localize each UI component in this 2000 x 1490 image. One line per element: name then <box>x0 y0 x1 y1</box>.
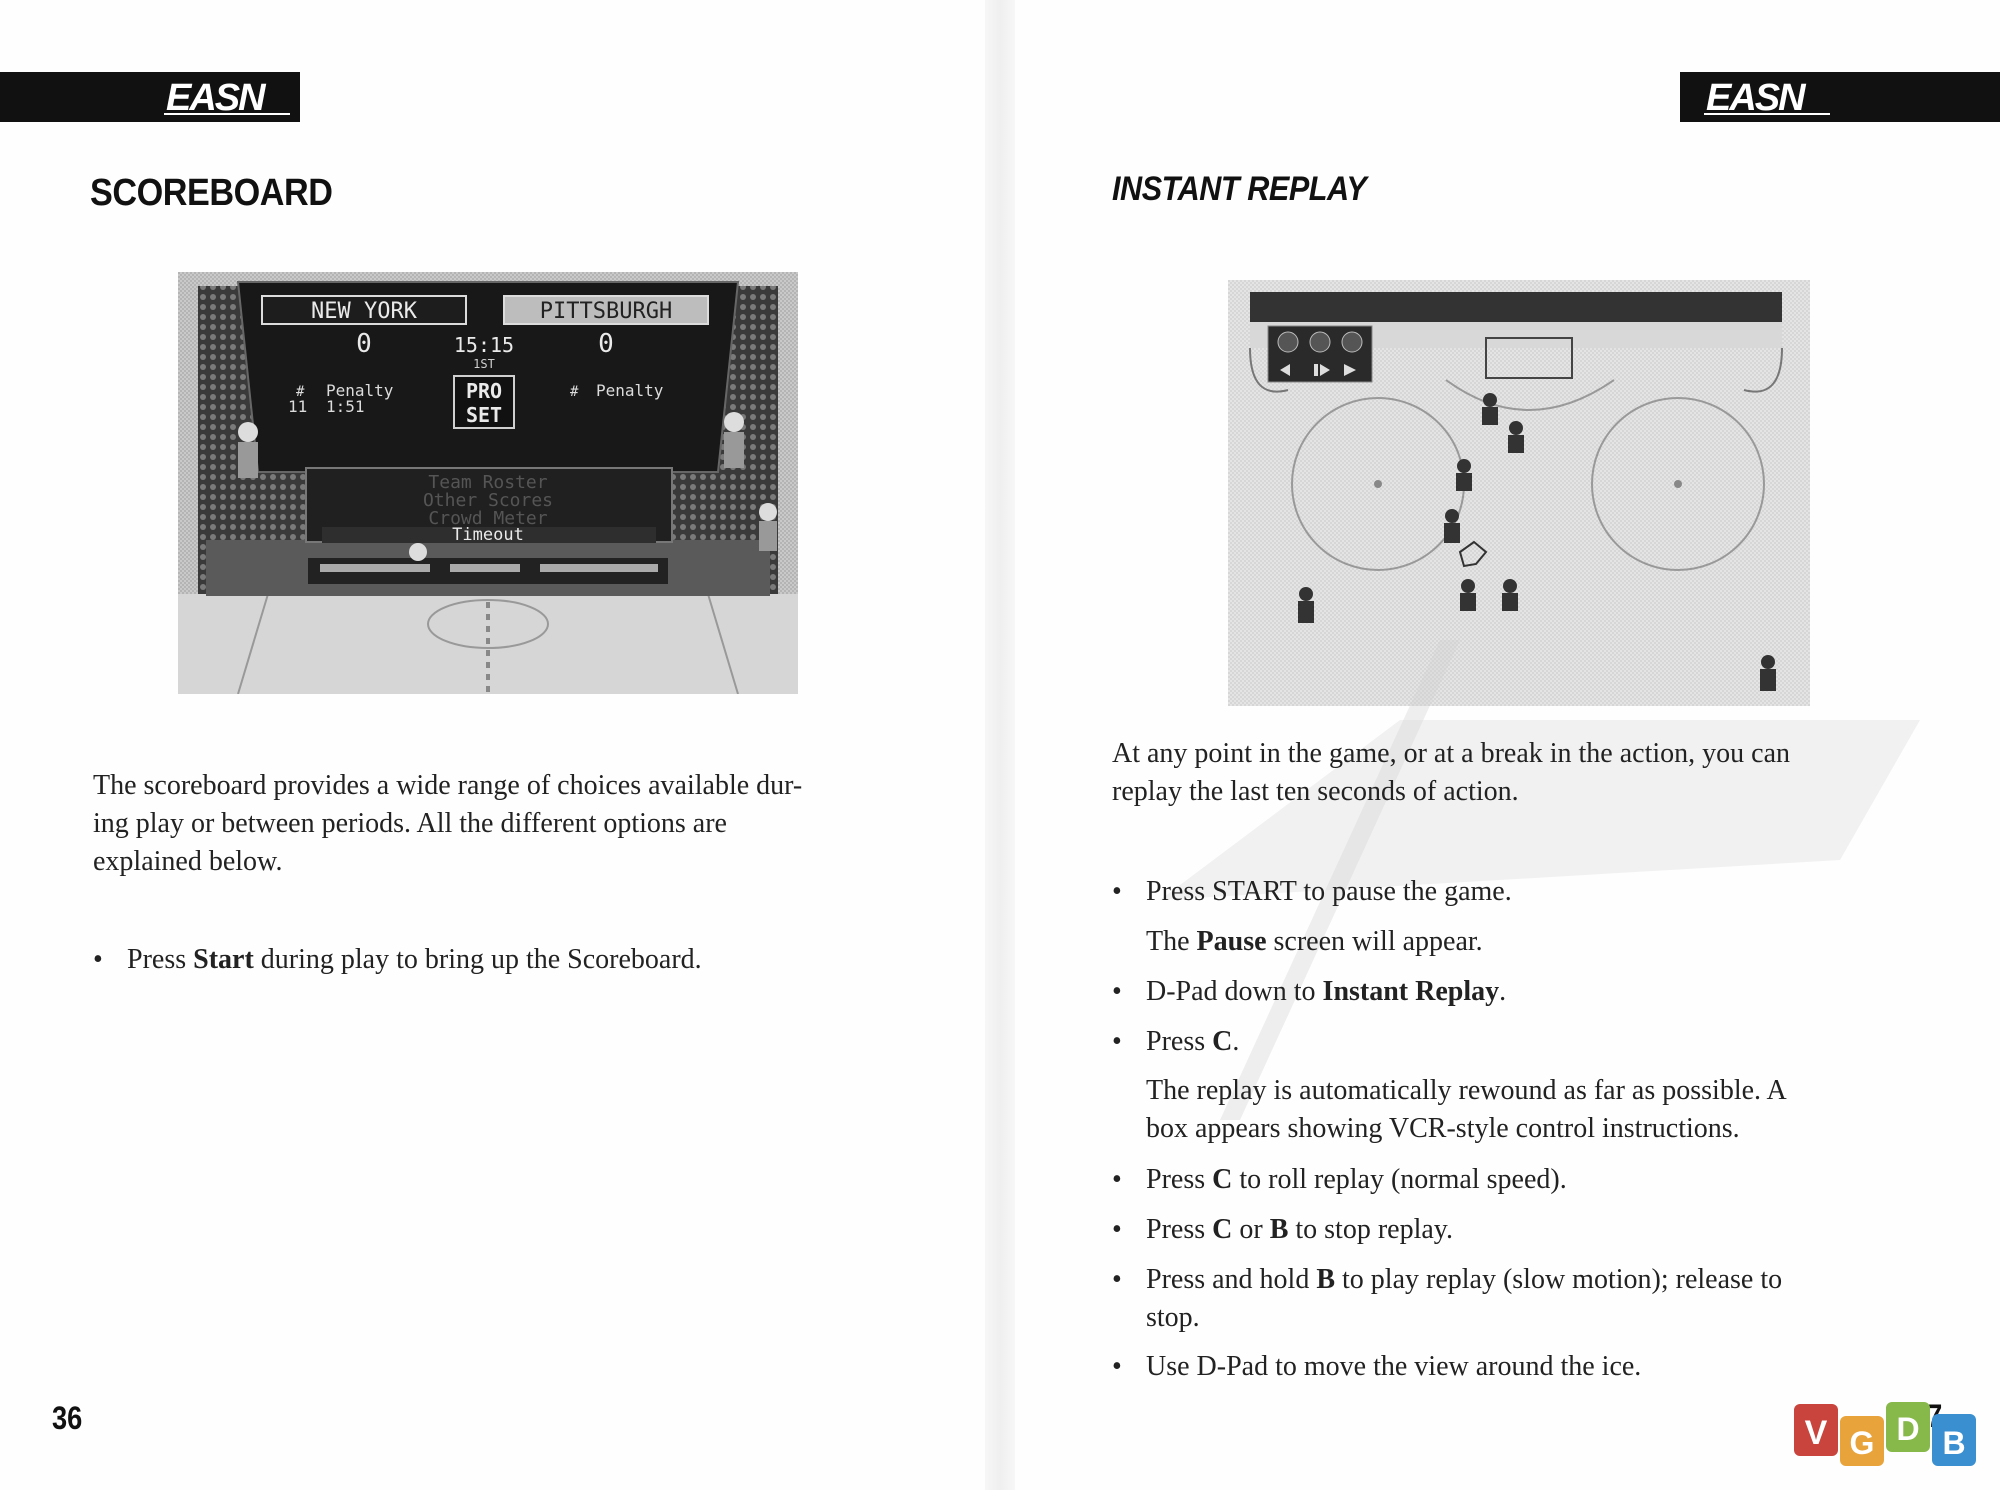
penalty-home-number: 11 <box>288 397 307 416</box>
vgdb-watermark-logo: V G D B <box>1790 1400 1990 1470</box>
scoreboard-screenshot: NEW YORK PITTSBURGH 0 0 15:15 1ST # Pena… <box>178 272 798 694</box>
score-home: 0 <box>356 329 372 359</box>
score-away: 0 <box>598 329 614 359</box>
svg-text:EASN: EASN <box>166 77 267 119</box>
easn-logo: EASN <box>1700 72 1840 122</box>
svg-text:V: V <box>1805 1414 1828 1452</box>
penalty-home-label: Penalty <box>326 381 394 400</box>
penalty-home-time: 1:51 <box>326 397 365 416</box>
team-away: PITTSBURGH <box>540 299 672 324</box>
list-note: The replay is automatically rewound as f… <box>1146 1075 1787 1106</box>
instant-replay-screenshot <box>1228 280 1810 706</box>
sponsor-logo: PRO <box>466 379 502 403</box>
svg-text:G: G <box>1850 1425 1875 1461</box>
menu-item: Crowd Meter <box>428 508 547 529</box>
game-clock: 15:15 <box>454 333 514 357</box>
easn-logo: EASN <box>160 72 300 122</box>
svg-text:#: # <box>296 384 305 400</box>
menu-item: Team Roster <box>428 472 547 493</box>
replay-paragraph: At any point in the game, or at a break … <box>1112 738 1791 807</box>
svg-text:D: D <box>1896 1411 1919 1447</box>
right-page <box>1002 0 2000 1490</box>
list-note: stop. <box>1146 1302 1200 1333</box>
svg-text:B: B <box>1942 1425 1965 1461</box>
menu-item: Other Scores <box>423 490 553 511</box>
left-page <box>0 0 998 1490</box>
period: 1ST <box>473 357 495 371</box>
svg-text:SET: SET <box>466 403 502 427</box>
scoreboard-paragraph: The scoreboard provides a wide range of … <box>93 770 803 877</box>
list-note: box appears showing VCR-style control in… <box>1146 1113 1740 1144</box>
svg-text:#: # <box>570 384 579 400</box>
page-title: SCOREBOARD <box>90 172 333 214</box>
page-number: 36 <box>52 1400 83 1436</box>
svg-text:EASN: EASN <box>1706 77 1807 119</box>
team-home: NEW YORK <box>311 299 418 324</box>
penalty-away-label: Penalty <box>596 381 664 400</box>
book-gutter <box>985 0 1015 1490</box>
page-title: INSTANT REPLAY <box>1112 170 1367 208</box>
menu-item-selected: Timeout <box>452 525 524 545</box>
list-note: The Pause screen will appear. <box>1146 926 1483 957</box>
